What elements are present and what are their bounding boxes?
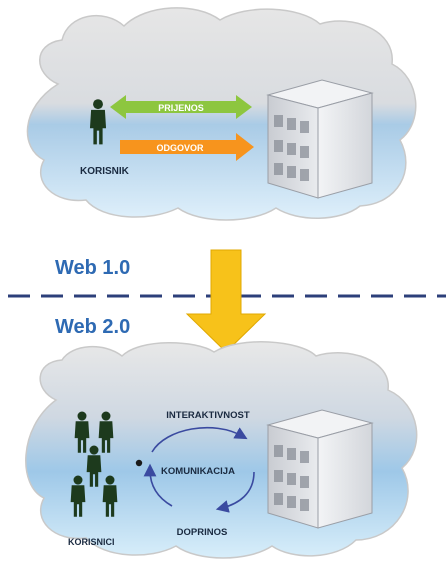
user-label: KORISNIK <box>80 166 130 177</box>
contribution-label: DOPRINOS <box>177 527 228 538</box>
response-arrow <box>120 133 254 161</box>
interactivity-label: INTERAKTIVNOST <box>166 410 250 421</box>
response-arrow-label: ODGOVOR <box>156 143 204 153</box>
transfer-arrow-label: PRIJENOS <box>158 103 204 113</box>
web1-label: Web 1.0 <box>55 257 130 279</box>
communication-label: KOMUNIKACIJA <box>161 466 235 477</box>
bottom-building-icon <box>266 409 374 529</box>
web2-label: Web 2.0 <box>55 316 130 338</box>
transition-arrow-icon <box>185 249 267 353</box>
interaction-cycle-arrows <box>143 426 255 513</box>
cycle-center-dot <box>135 459 143 467</box>
top-building-icon <box>266 79 374 199</box>
users-label: KORISNICI <box>68 537 115 547</box>
transfer-arrow <box>110 95 252 119</box>
